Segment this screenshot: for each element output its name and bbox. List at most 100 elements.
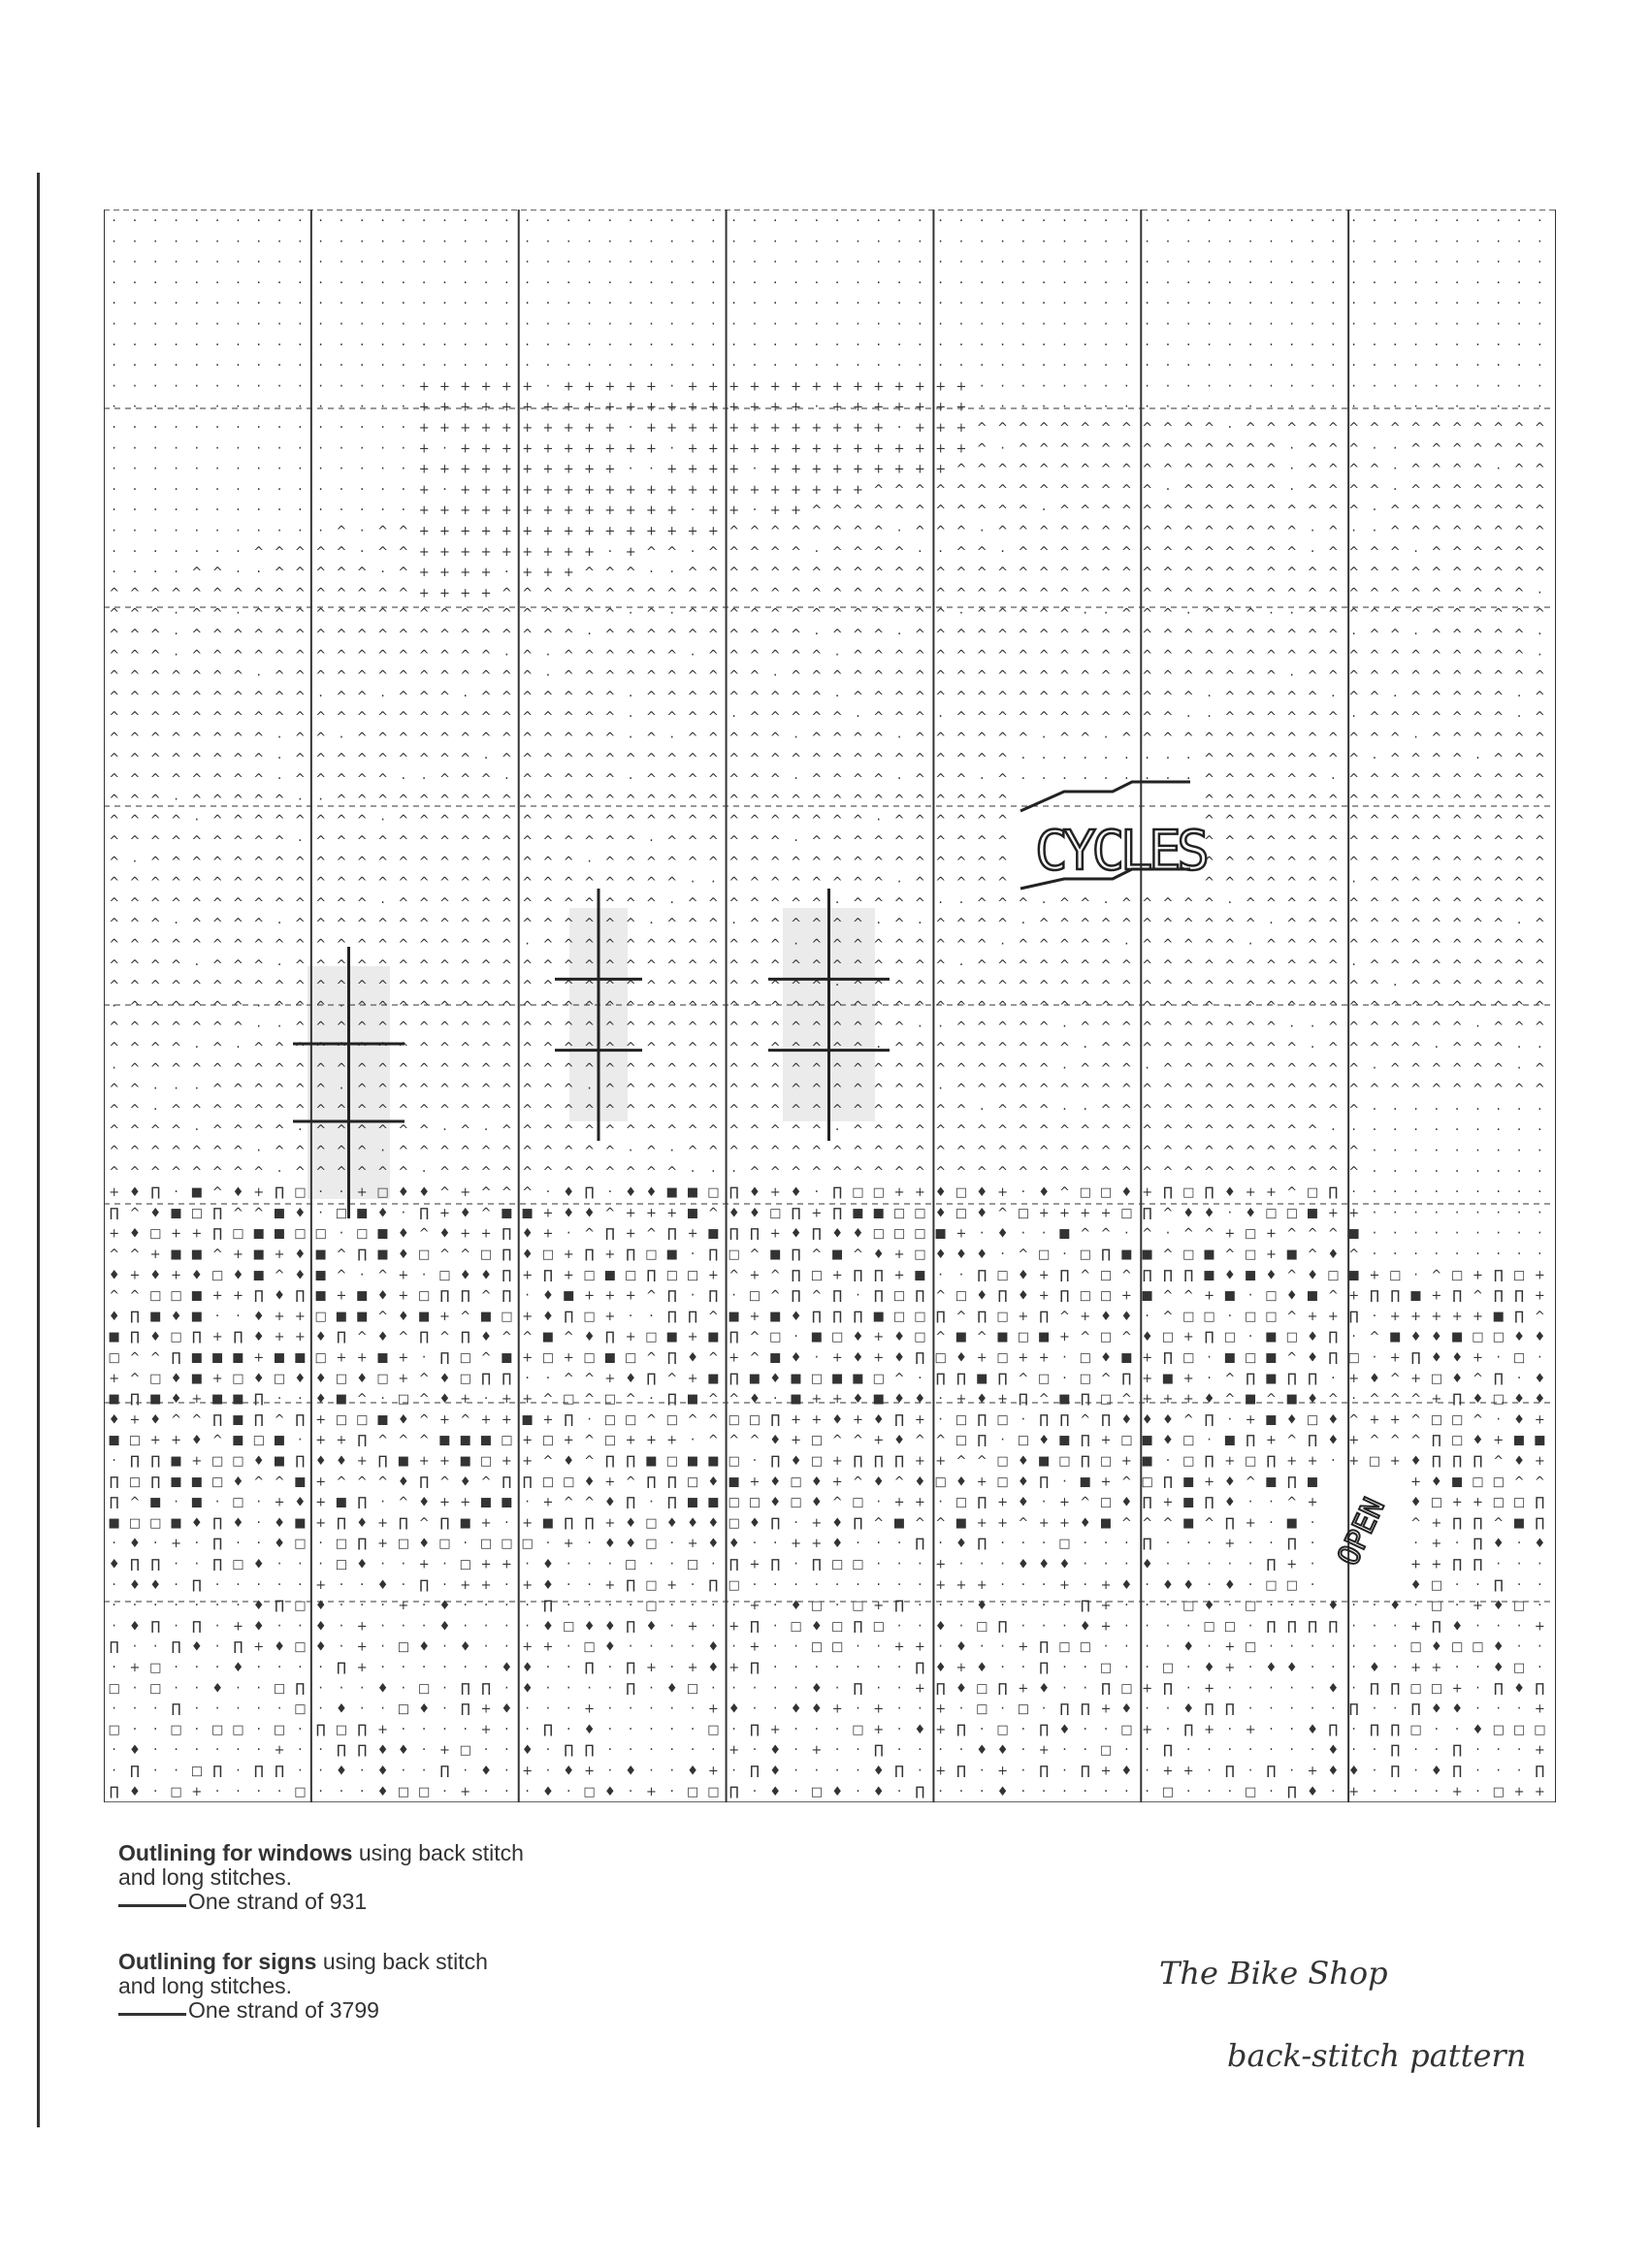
stitch-symbol: ^ [1183, 1227, 1194, 1242]
stitch-symbol: ^ [212, 690, 223, 704]
stitch-symbol: · [1166, 316, 1170, 332]
stitch-symbol: ^ [522, 586, 533, 600]
stitch-symbol: + [522, 1392, 533, 1407]
stitch-symbol: · [1248, 1680, 1252, 1696]
stitch-symbol: ∏ [667, 1392, 677, 1407]
stitch-symbol: ^ [253, 628, 264, 642]
stitch-symbol: □ [625, 1412, 636, 1427]
stitch-symbol: ^ [997, 503, 1008, 518]
stitch-symbol: ♦ [1513, 1412, 1525, 1427]
stitch-symbol: ■ [1348, 1268, 1360, 1282]
stitch-symbol: · [1517, 689, 1521, 704]
stitch-symbol: + [1224, 1227, 1235, 1242]
stitch-symbol: · [918, 338, 922, 353]
stitch-symbol: ♦ [1059, 1557, 1071, 1571]
stitch-symbol: ^ [728, 958, 739, 973]
stitch-symbol: · [174, 1660, 178, 1675]
stitch-symbol: · [1062, 1598, 1066, 1613]
stitch-symbol: ^ [1204, 793, 1214, 807]
stitch-symbol: ^ [1535, 421, 1545, 436]
stitch-symbol: · [1373, 1598, 1376, 1613]
stitch-symbol: ^ [522, 752, 533, 766]
stitch-symbol: ∏ [564, 1310, 573, 1324]
stitch-symbol: · [1042, 358, 1046, 373]
stitch-symbol: ^ [1121, 483, 1132, 498]
stitch-symbol: · [815, 1184, 819, 1200]
stitch-symbol: ^ [811, 690, 822, 704]
stitch-symbol: · [1538, 1556, 1541, 1571]
stitch-symbol: ^ [873, 1061, 884, 1076]
stitch-symbol: + [853, 463, 863, 477]
stitch-symbol: ^ [150, 793, 161, 807]
stitch-symbol: ^ [398, 1103, 408, 1118]
stitch-symbol: ^ [935, 876, 946, 891]
stitch-symbol: ^ [191, 772, 202, 787]
stitch-symbol: ^ [1162, 463, 1173, 477]
stitch-symbol: ∏ [419, 1206, 429, 1220]
stitch-symbol: + [915, 1412, 925, 1427]
stitch-symbol: · [1538, 338, 1541, 353]
stitch-symbol: ^ [935, 607, 946, 622]
stitch-symbol: ^ [1121, 1123, 1132, 1138]
stitch-symbol: ^ [873, 999, 884, 1014]
stitch-symbol: ^ [150, 896, 161, 911]
stitch-symbol: · [649, 1495, 653, 1510]
stitch-symbol: ^ [275, 669, 285, 684]
stitch-symbol: ^ [481, 1041, 492, 1055]
stitch-symbol: □ [1080, 1185, 1091, 1200]
stitch-symbol: ^ [955, 917, 966, 931]
stitch-symbol: + [502, 401, 512, 415]
stitch-symbol: · [938, 544, 942, 560]
stitch-symbol: · [464, 1536, 468, 1551]
stitch-symbol: ^ [853, 1041, 863, 1055]
stitch-symbol: + [935, 1454, 946, 1469]
stitch-symbol: · [1311, 1577, 1314, 1593]
stitch-symbol: ^ [1080, 566, 1090, 580]
stitch-symbol: ^ [1348, 441, 1359, 456]
stitch-symbol: · [1517, 709, 1521, 725]
stitch-symbol: · [691, 502, 695, 518]
stitch-symbol: + [873, 1350, 884, 1365]
stitch-symbol: + [688, 524, 698, 538]
stitch-symbol: ^ [1224, 586, 1235, 600]
stitch-symbol: ∏ [1452, 1516, 1462, 1531]
stitch-symbol: ^ [1473, 834, 1483, 849]
stitch-symbol: ^ [1183, 566, 1194, 580]
stitch-symbol: ^ [873, 628, 884, 642]
stitch-symbol: · [195, 1536, 199, 1551]
stitch-symbol: · [835, 1680, 839, 1696]
stitch-symbol: ♦ [398, 1310, 409, 1324]
stitch-symbol: ∏ [1101, 1681, 1111, 1696]
stitch-symbol: · [1042, 378, 1046, 394]
stitch-symbol: ^ [542, 793, 553, 807]
stitch-symbol: ^ [935, 1041, 946, 1055]
stitch-symbol: ^ [1018, 545, 1028, 560]
stitch-symbol: · [484, 1639, 488, 1655]
stitch-symbol: · [484, 338, 488, 353]
stitch-symbol: ^ [336, 1041, 346, 1055]
stitch-symbol: ^ [1224, 958, 1235, 973]
stitch-symbol: ^ [977, 793, 987, 807]
stitch-symbol: ■ [1307, 1206, 1318, 1220]
stitch-symbol: ■ [294, 1516, 306, 1531]
stitch-symbol: · [133, 213, 137, 229]
stitch-symbol: ^ [295, 607, 306, 622]
stitch-symbol: ♦ [439, 1372, 451, 1386]
stitch-symbol: ^ [997, 463, 1008, 477]
stitch-symbol: ^ [1390, 793, 1401, 807]
stitch-symbol: · [567, 1556, 570, 1571]
stitch-symbol: ^ [935, 566, 946, 580]
stitch-symbol: · [1084, 771, 1087, 787]
stitch-symbol: ^ [1183, 730, 1194, 745]
stitch-symbol: ^ [1535, 545, 1545, 560]
stitch-symbol: + [873, 1330, 884, 1345]
stitch-symbol: ^ [688, 566, 698, 580]
stitch-symbol: + [666, 1578, 677, 1593]
stitch-symbol: ^ [894, 979, 905, 993]
stitch-symbol: ■ [191, 1496, 203, 1510]
stitch-symbol: ^ [791, 524, 801, 538]
stitch-symbol: ^ [915, 958, 925, 973]
stitch-symbol: ^ [1101, 628, 1112, 642]
stitch-symbol: ^ [150, 669, 161, 684]
stitch-symbol: ^ [1390, 1083, 1401, 1097]
